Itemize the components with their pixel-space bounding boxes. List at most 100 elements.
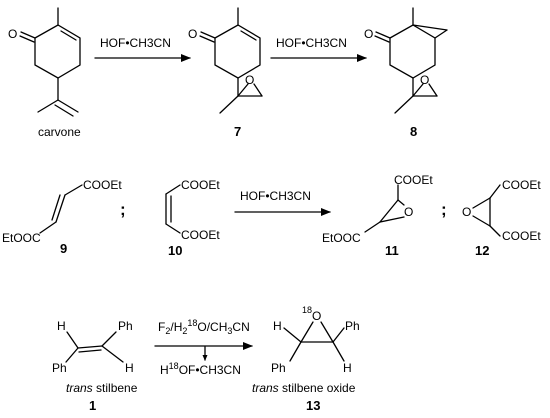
arrow-7-to-8: HOF•CH3CN	[270, 36, 367, 62]
carvone-double-bond-inner	[60, 30, 77, 41]
c10-coo-bottom: COOEt	[181, 228, 220, 242]
stilbene-oxide-name: trans stilbene oxide	[252, 381, 356, 395]
compound-10-structure: COOEt COOEt 10	[165, 178, 220, 258]
c11-epoxide-c-o-1	[397, 199, 405, 206]
compound-11-structure: O COOEt EtOOC 11	[322, 173, 433, 258]
oxide-o-c-left	[300, 321, 314, 343]
c9-coo-bottom: EtOOC	[2, 231, 41, 245]
stilbene-alkene	[77, 345, 103, 349]
h18-text-1: H	[160, 363, 169, 377]
oxide-bond-ph-right	[332, 327, 345, 343]
stilbene-bond-ph-right	[101, 331, 117, 347]
carvone-terminal-alkene	[57, 99, 79, 113]
c12-epoxide-oxygen: O	[462, 205, 471, 219]
c9-carboxy-top	[64, 184, 83, 196]
f2-sub-1: 2	[165, 326, 170, 336]
c8-epoxide-oxygen: O	[420, 73, 429, 87]
c7-carbonyl-2	[199, 35, 215, 43]
reagent-hof-3: HOF•CH3CN	[240, 189, 311, 203]
f2-text-4: CN	[232, 320, 249, 334]
carvone-oxygen: O	[8, 27, 17, 41]
c11-coo-top: COOEt	[394, 173, 433, 187]
carvone-structure: O carvone	[8, 7, 81, 139]
c8-epoxide-o-c	[428, 83, 438, 97]
compound-10-label: 10	[168, 243, 182, 258]
c8-oxygen: O	[364, 27, 373, 41]
stilbene-h-left: H	[57, 319, 66, 333]
c7-ring	[214, 24, 261, 79]
oxide-o-c-right	[320, 321, 334, 343]
c9-alkene-2	[51, 194, 61, 221]
compound-12-structure: O COOEt COOEt 12	[462, 178, 541, 258]
c7-epoxide-o-c	[253, 83, 263, 97]
reagent-h18of: H18OF•CH3CN	[160, 361, 241, 377]
compound-13-label: 13	[306, 398, 320, 413]
stilbene-name: trans stilbene	[66, 381, 138, 395]
compound-9-structure: COOEt EtOOC 9	[2, 178, 122, 256]
c10-carboxy-top	[165, 184, 181, 195]
stilbene-oxide-structure: 18 O H Ph Ph H trans stilbene oxide 13	[252, 305, 360, 413]
compound-8-structure: O O 8	[364, 7, 448, 139]
reagent-f2-h2o: F2/H218O/CH3CN	[158, 318, 250, 336]
c12-carboxy-bottom	[489, 225, 501, 237]
c7-methyl-2	[219, 95, 239, 114]
arrow-carvone-to-7: HOF•CH3CN	[94, 36, 191, 62]
stilbene-ph-right: Ph	[118, 319, 133, 333]
oxide-h-left: H	[273, 319, 282, 333]
stilbene-bond-ph-left	[65, 347, 79, 363]
c12-carboxy-top	[489, 184, 501, 199]
c12-epoxide-c-o-2	[472, 215, 491, 227]
compound-12-label: 12	[475, 243, 489, 258]
f2-sub-3: 3	[227, 326, 232, 336]
oxide-bond-h-right	[332, 341, 345, 362]
stilbene-bond-h-right	[101, 345, 124, 363]
c7-epoxide-oxygen: O	[245, 73, 254, 87]
c10-coo-top: COOEt	[181, 178, 220, 192]
oxide-bond-h-left	[283, 327, 302, 343]
c8-methyl-2	[394, 95, 414, 114]
reagent-hof-2: HOF•CH3CN	[276, 36, 347, 50]
stilbene-oxide-name-rest: stilbene oxide	[279, 381, 356, 395]
carvone-terminal-alkene-2	[54, 104, 74, 117]
oxide-h-right: H	[343, 361, 352, 375]
arrow-9-10-to-11-12: HOF•CH3CN	[234, 189, 331, 216]
reagent-hof-1: HOF•CH3CN	[100, 36, 171, 50]
compound-7-structure: O O 7	[188, 7, 263, 139]
c8-ring	[389, 24, 436, 79]
carvone-isopropenyl-methyl	[37, 99, 59, 113]
c11-epoxide-c-c	[379, 199, 399, 223]
c9-coo-top: COOEt	[83, 178, 122, 192]
arrow-stilbene-to-oxide: F2/H218O/CH3CN H18OF•CH3CN	[154, 318, 253, 377]
carvone-ring	[34, 24, 81, 79]
separator-1: ;	[120, 200, 126, 219]
c11-coo-bottom: EtOOC	[322, 231, 361, 245]
c7-double-bond-inner	[240, 30, 257, 41]
carvone-carbonyl-2	[19, 35, 35, 43]
oxide-oxygen: O	[312, 309, 321, 323]
oxide-isotope: 18	[302, 305, 312, 315]
c8-cyclopropane-1	[412, 24, 448, 31]
stilbene-structure: H Ph Ph H trans stilbene 1	[52, 319, 138, 413]
stilbene-h-right: H	[125, 361, 134, 375]
oxide-ph-right: Ph	[345, 319, 360, 333]
compound-11-label: 11	[385, 243, 399, 258]
carvone-carbonyl	[20, 31, 36, 39]
c10-carboxy-bottom	[165, 223, 181, 234]
f2-text-2: /H	[170, 320, 182, 334]
compound-1-label: 1	[89, 398, 96, 413]
stilbene-name-rest: stilbene	[93, 381, 138, 395]
h18-sup: 18	[169, 361, 179, 371]
stilbene-bond-h-left	[66, 331, 79, 349]
stilbene-oxide-name-trans: trans	[252, 381, 279, 395]
f2-text-3: O/CH	[197, 320, 227, 334]
c12-epoxide-c-o-1	[472, 197, 491, 209]
carvone-label: carvone	[38, 125, 81, 139]
c7-oxygen: O	[188, 27, 197, 41]
compound-9-label: 9	[60, 241, 67, 256]
oxide-ph-left: Ph	[271, 361, 286, 375]
compound-7-label: 7	[234, 124, 241, 139]
f2-text-1: F	[158, 320, 165, 334]
c7-epoxide-c-o	[237, 83, 249, 97]
separator-2: ;	[441, 200, 447, 219]
